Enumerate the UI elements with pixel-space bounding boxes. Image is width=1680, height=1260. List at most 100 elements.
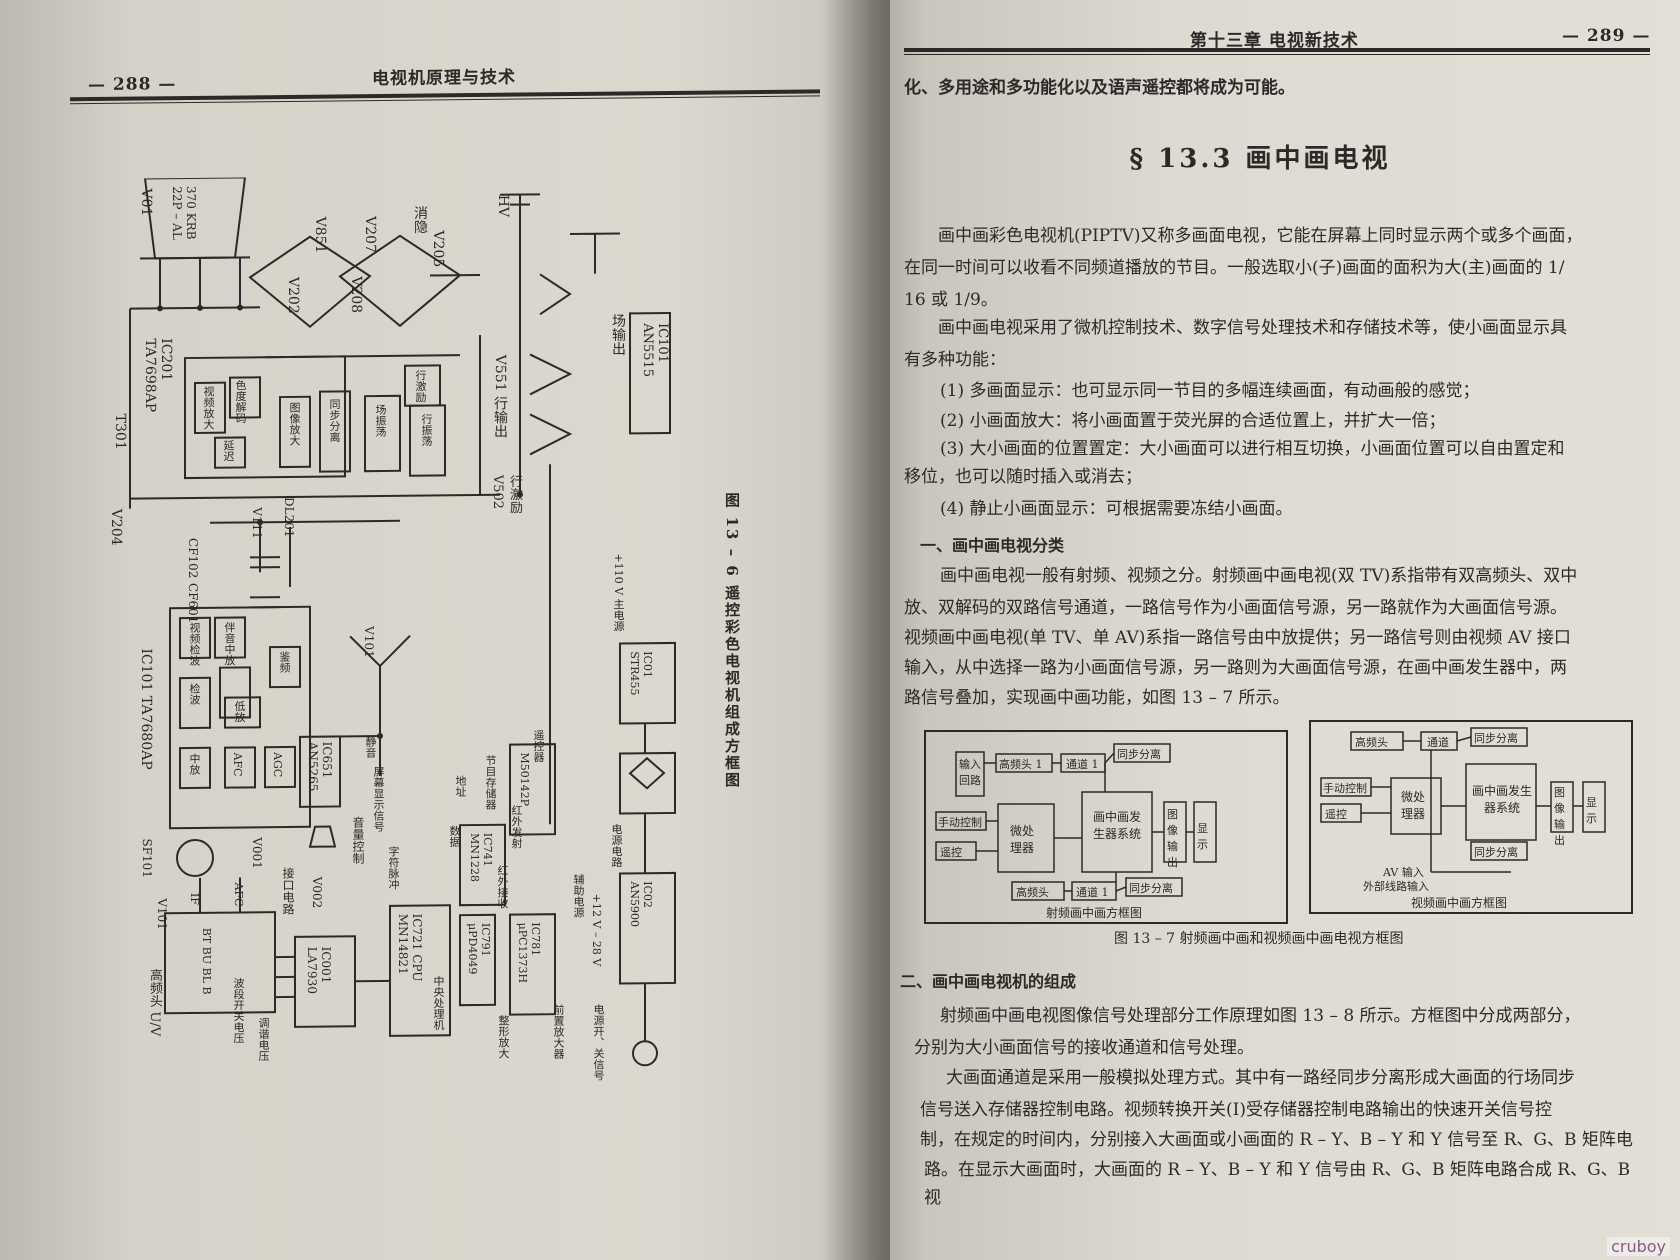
label-ic101-ta7680ap: IC101 TA7680AP bbox=[138, 648, 154, 770]
label-afc-pin: AFC bbox=[232, 882, 245, 907]
av-sync1: 同步分离 bbox=[1474, 732, 1518, 745]
label-v204: V204 bbox=[108, 508, 124, 546]
figure-13-7: 输入回路 高频头 1 通道 1 同步分离 手动控制 遥控 微处理器 画中画发生器… bbox=[924, 720, 1634, 950]
label-chroma-decode: 色度解码 bbox=[234, 379, 247, 424]
label-cf102: CF102 bbox=[186, 537, 200, 579]
label-v205: V205 bbox=[430, 230, 446, 268]
label-if-amp: 中放 bbox=[188, 752, 201, 776]
label-mute: 消隐 bbox=[412, 205, 428, 234]
av-pip-lines bbox=[1320, 727, 1606, 873]
av-image-out: 图像输出 bbox=[1554, 786, 1565, 847]
label-agc: AGC bbox=[271, 752, 284, 778]
label-video-det: 视频检波 bbox=[188, 621, 201, 667]
section-title: § 13.3 画中画电视 bbox=[1129, 144, 1391, 174]
rf-image-out: 图像输出 bbox=[1167, 808, 1178, 869]
rf-remote: 遥控 bbox=[940, 846, 962, 859]
rf-input-loop: 输入回路 bbox=[959, 758, 981, 787]
label-hv: HV bbox=[495, 194, 511, 218]
lead-line: 化、多用途和多功能化以及语声遥控都将成为可能。 bbox=[904, 78, 1295, 98]
gutter-shadow bbox=[820, 0, 890, 1260]
para3-line1: 画中画电视一般有射频、视频之分。射频画中画电视(双 TV)系指带有双高频头、双中 bbox=[940, 566, 1578, 586]
para1-line2: 在同一时间可以收看不同频道播放的节目。一般选取小(子)画面的面积为大(主)画面的… bbox=[904, 258, 1565, 278]
para2-line2: 有多种功能： bbox=[904, 350, 1006, 370]
rf-tuner2: 高频头 bbox=[1016, 886, 1049, 899]
label-mute2: 静音 bbox=[364, 736, 377, 759]
label-v111: V111 bbox=[250, 507, 264, 539]
label-line-osc: 行振荡 bbox=[420, 413, 433, 447]
label-program-memory: 节目存储器 bbox=[484, 754, 497, 810]
label-pulse-shaping: 整形放大 bbox=[497, 1014, 510, 1059]
para3-line2: 放、双解码的双路信号通道，一路信号作为小画面信号源，另一路就作为大画面信号源。 bbox=[904, 598, 1567, 618]
label-v001: V001 bbox=[250, 837, 264, 869]
right-page: 第十三章 电视新技术 — 289 — 化、多用途和多功能化以及语声遥控都将成为可… bbox=[880, 0, 1680, 1260]
av-remote: 遥控 bbox=[1325, 808, 1347, 821]
label-power-switch: 电源开、关信号 bbox=[592, 1003, 605, 1081]
para3-line5: 路信号叠加，实现画中画功能，如图 13 – 7 所示。 bbox=[904, 688, 1290, 708]
label-line-amp: 行激励 bbox=[414, 369, 427, 403]
feature-item-4: (4) 静止小画面显示：可根据需要冻结小画面。 bbox=[940, 499, 1293, 519]
rf-channel1b: 通道 1 bbox=[1076, 886, 1109, 899]
av-pip-gen: 画中画发生器系统 bbox=[1471, 784, 1532, 815]
label-v202: V202 bbox=[285, 276, 301, 314]
feature-item-2: (2) 小画面放大：将小画面置于荧光屏的合适位置上，并扩大一倍； bbox=[940, 411, 1446, 431]
para1-line3: 16 或 1/9。 bbox=[904, 290, 998, 310]
label-supply-12-28: +12 V – 28 V bbox=[590, 893, 603, 967]
rf-pip-gen: 画中画发生器系统 bbox=[1092, 810, 1141, 841]
rf-channel1a: 通道 1 bbox=[1066, 758, 1099, 771]
rf-tuner1: 高频头 1 bbox=[999, 758, 1043, 771]
feature-item-1: (1) 多画面显示：也可显示同一节目的多幅连续画面，有动画般的感觉； bbox=[940, 381, 1480, 401]
rf-display: 显示 bbox=[1197, 822, 1208, 851]
label-image-amp: 图像放大 bbox=[288, 401, 301, 446]
para5-line4: 路。在显示大画面时，大画面的 R – Y、B – Y 和 Y 信号由 R、G、B… bbox=[924, 1160, 1631, 1208]
label-band-switch: 波段开关电压 bbox=[232, 977, 245, 1044]
label-if-pin: IF bbox=[188, 892, 201, 906]
rf-pip-diagram: 输入回路 高频头 1 通道 1 同步分离 手动控制 遥控 微处理器 画中画发生器… bbox=[924, 730, 1288, 924]
para4-line1: 射频画中画电视图像信号处理部分工作原理如图 13 – 8 所示。方框图中分成两部… bbox=[940, 1006, 1581, 1026]
para5-line2: 信号送入存储器控制电路。视频转换开关(Ⅰ)受存储器控制电路输出的快速开关信号控 bbox=[920, 1100, 1552, 1120]
label-v101b: V101 bbox=[362, 626, 376, 658]
subheading-classification: 一、画中画电视分类 bbox=[920, 536, 1065, 555]
left-page-number: — 288 — bbox=[88, 74, 177, 96]
left-figure-caption: 图 13 – 6 遥控彩色电视机组成方框图 bbox=[723, 492, 741, 790]
left-running-head: 电视机原理与技术 bbox=[372, 67, 516, 90]
right-header-rule bbox=[904, 48, 1650, 52]
label-cpu: 中央处理机 bbox=[432, 975, 445, 1031]
label-char-pulse: 字符脉冲 bbox=[387, 845, 400, 890]
feature-item-3-line1: (3) 大小画面的位置置定：大小画面可以进行相互切换，小画面位置可以自由置定和 bbox=[940, 439, 1565, 459]
av-channel: 通道 bbox=[1427, 736, 1449, 749]
label-data: 数据 bbox=[448, 825, 461, 848]
label-t301: T301 bbox=[112, 413, 128, 450]
para4-line2: 分别为大小画面信号的接收通道和信号处理。 bbox=[914, 1038, 1254, 1058]
label-detector: 检波 bbox=[188, 682, 201, 706]
label-afc: AFC bbox=[231, 752, 244, 777]
av-display: 显示 bbox=[1586, 796, 1597, 825]
figure-13-7-caption: 图 13 – 7 射频画中画和视频画中画电视方框图 bbox=[1114, 931, 1404, 947]
label-v851: V851 bbox=[312, 216, 328, 254]
para2-line1: 画中画电视采用了微机控制技术、数字信号处理技术和存储技术等，使小画面显示具 bbox=[938, 318, 1567, 338]
label-address: 地址 bbox=[454, 775, 467, 798]
av-manual: 手动控制 bbox=[1323, 782, 1367, 795]
av-external-input: 外部线路输入 bbox=[1363, 880, 1429, 893]
para5-line1: 大画面通道是采用一般模拟处理方式。其中有一路经同步分离形成大画面的行场同步 bbox=[946, 1068, 1575, 1088]
label-v207: V207 bbox=[362, 216, 378, 254]
label-tuner: 高频头 U/V bbox=[147, 968, 162, 1037]
rf-sync1: 同步分离 bbox=[1117, 748, 1161, 761]
label-delay: 延迟 bbox=[222, 439, 235, 462]
label-aux-supply: 辅助电源 bbox=[572, 873, 585, 919]
label-v01: V01 bbox=[138, 188, 154, 217]
av-tuner: 高频头 bbox=[1355, 736, 1388, 749]
label-v002: V002 bbox=[310, 876, 324, 909]
left-page: — 288 — 电视机原理与技术 bbox=[70, 67, 820, 1081]
label-v101: V101 bbox=[155, 898, 169, 930]
para3-line3: 视频画中画电视(单 TV、单 AV)系指一路信号由中放提供；另一路信号则由视频 … bbox=[904, 628, 1571, 648]
av-mcu: 微处理器 bbox=[1401, 790, 1426, 821]
right-header-rule-thin bbox=[904, 54, 1650, 55]
label-power-circuit: 电源电路 bbox=[610, 823, 623, 868]
label-m50142p: M50142P bbox=[518, 752, 531, 807]
